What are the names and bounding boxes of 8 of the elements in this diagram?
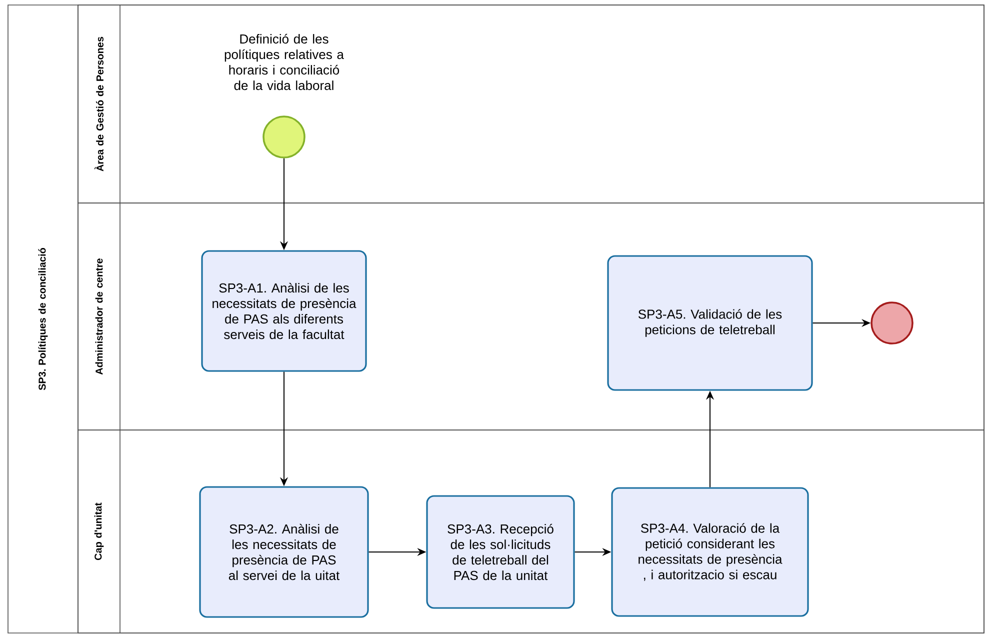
task-box: SP3-A5. Validació de les peticions de teletreball	[607, 255, 813, 391]
end-event-circle	[870, 302, 914, 344]
task-box: SP3-A1. Anàlisi de les necessitats de presència de PAS als diferents serveis de la facultat	[201, 250, 367, 372]
start-event-circle	[262, 116, 306, 158]
event-caption: Definició de les polítiques relatives a horaris i conciliació de la vida laboral	[224, 34, 344, 90]
task-box: SP3-A4. Valoració de la petició considerant les necessitats de presència , i autoritzacio si escau	[611, 487, 809, 617]
task-box: SP3-A2. Anàlisi de les necessitats de presència de PAS al servei de la uitat	[199, 486, 369, 618]
task-box: SP3-A3. Recepció de les sol·licituds de teletreball del PAS de la unitat	[426, 495, 575, 609]
